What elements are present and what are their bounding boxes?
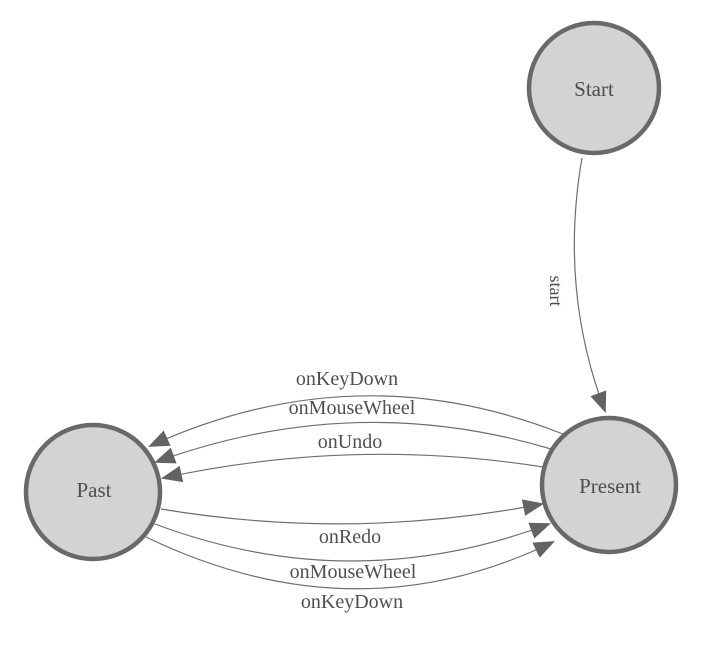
edge-label-onkeydown-top: onKeyDown <box>296 368 398 390</box>
edge-past-to-present-onmousewheel <box>154 522 551 562</box>
node-present[interactable]: Present <box>539 415 679 555</box>
edge-past-to-present-onkeydown <box>145 536 555 590</box>
edge-label-onmousewheel-bottom: onMouseWheel <box>290 561 417 583</box>
edge-start-to-present <box>573 157 607 413</box>
node-start[interactable]: Start <box>526 20 662 156</box>
node-present-circle[interactable] <box>539 415 679 555</box>
node-past[interactable]: Past <box>23 422 163 562</box>
edge-past-to-present-onredo <box>160 499 545 525</box>
node-past-label: Past <box>76 478 111 502</box>
edge-label-onundo: onUndo <box>318 431 382 453</box>
node-present-label: Present <box>579 474 641 498</box>
node-start-label: Start <box>574 77 614 101</box>
node-past-circle[interactable] <box>23 422 163 562</box>
edge-label-onmousewheel-top: onMouseWheel <box>289 397 416 419</box>
edge-label-onredo: onRedo <box>319 526 381 548</box>
edge-present-to-past-onundo <box>160 453 544 483</box>
edge-label-layer: start onKeyDown onMouseWheel onUndo onRe… <box>289 276 566 614</box>
edge-layer <box>145 157 607 590</box>
edge-present-to-past-onkeydown <box>148 395 564 447</box>
node-start-circle[interactable] <box>526 20 662 156</box>
edge-label-start: start <box>546 276 566 307</box>
edge-label-onkeydown-bottom: onKeyDown <box>301 591 403 613</box>
edge-present-to-past-onmousewheel <box>154 421 552 464</box>
